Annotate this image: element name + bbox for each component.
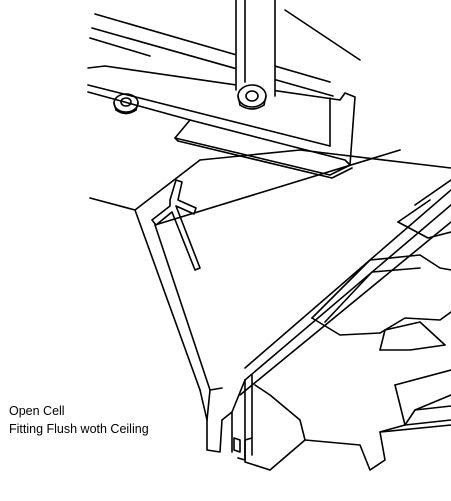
caption-line-2: Fitting Flush woth Ceiling [9,422,149,436]
cross-cutout [151,179,201,271]
diagram-caption: Open Cell Fitting Flush woth Ceiling [9,402,149,438]
ceiling-cell-panel [89,149,451,461]
open-cell-upper [397,179,451,239]
open-cell-bottom [379,369,451,433]
open-cell-lower [379,321,446,351]
hex-nut-right [237,84,267,110]
upper-angle-bracket [87,9,361,179]
caption-line-1: Open Cell [9,404,65,418]
vertical-hanger-strap [235,0,276,97]
cell-front-face [244,374,451,471]
open-cell-middle [311,254,451,336]
hex-nut-left [113,93,139,115]
